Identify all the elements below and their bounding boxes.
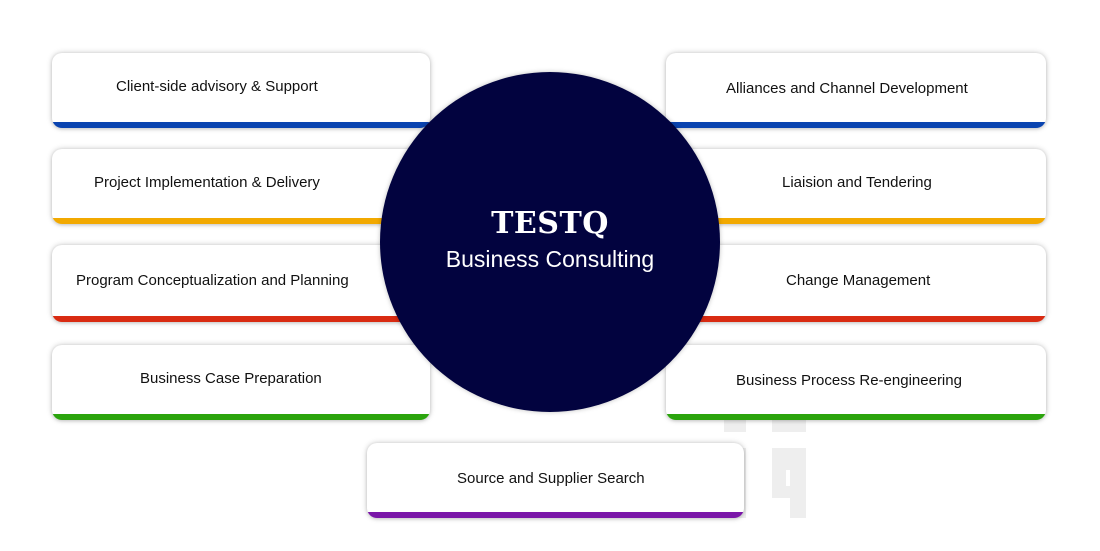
service-card-business-case: Business Case Preparation bbox=[52, 345, 430, 420]
service-label: Alliances and Channel Development bbox=[726, 79, 968, 97]
accent-bar bbox=[666, 218, 1046, 224]
center-hub: TESTQ Business Consulting bbox=[380, 72, 720, 412]
service-label: Client-side advisory & Support bbox=[116, 77, 318, 95]
service-label: Business Process Re-engineering bbox=[736, 371, 962, 389]
service-label: Change Management bbox=[786, 271, 931, 289]
accent-bar bbox=[367, 512, 744, 518]
accent-bar bbox=[52, 218, 430, 224]
service-card-alliances: Alliances and Channel Development bbox=[666, 53, 1046, 128]
center-subtitle: Business Consulting bbox=[445, 246, 655, 272]
service-card-source-supplier: Source and Supplier Search bbox=[367, 443, 744, 518]
service-label: Project Implementation & Delivery bbox=[94, 173, 320, 191]
service-card-project-implementation: Project Implementation & Delivery bbox=[52, 149, 430, 224]
service-card-liaision-tendering: Liaision and Tendering bbox=[666, 149, 1046, 224]
accent-bar bbox=[52, 316, 430, 322]
accent-bar bbox=[666, 414, 1046, 420]
service-card-change-management: Change Management bbox=[666, 245, 1046, 322]
service-label: Business Case Preparation bbox=[140, 369, 322, 387]
service-label: Program Conceptualization and Planning bbox=[76, 271, 349, 289]
accent-bar bbox=[666, 122, 1046, 128]
brand-title: TESTQ bbox=[491, 206, 609, 241]
service-label: Liaision and Tendering bbox=[782, 173, 932, 191]
service-card-program-conceptualization: Program Conceptualization and Planning bbox=[52, 245, 430, 322]
accent-bar bbox=[52, 122, 430, 128]
service-card-client-advisory: Client-side advisory & Support bbox=[52, 53, 430, 128]
service-label: Source and Supplier Search bbox=[457, 469, 645, 487]
accent-bar bbox=[666, 316, 1046, 322]
accent-bar bbox=[52, 414, 430, 420]
service-card-process-reengineering: Business Process Re-engineering bbox=[666, 345, 1046, 420]
